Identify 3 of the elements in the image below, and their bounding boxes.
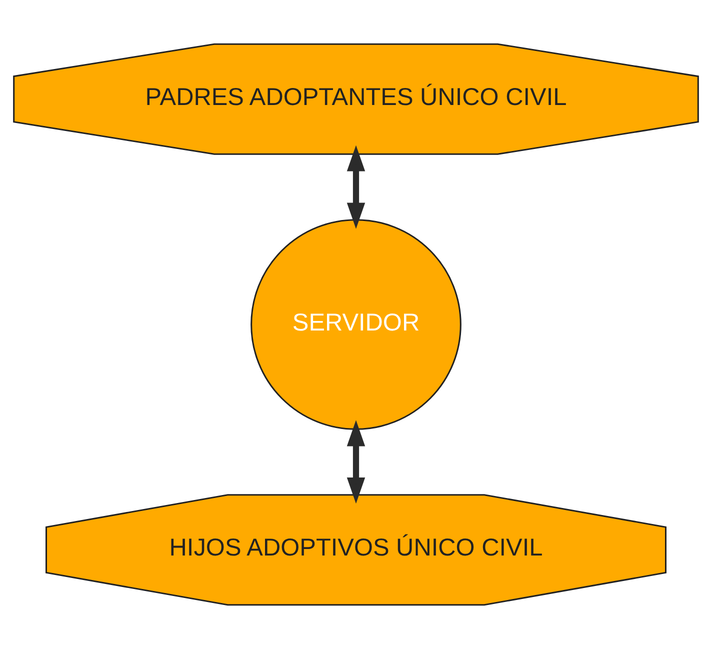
arrow: [346, 144, 366, 228]
arrow: [346, 420, 366, 504]
node-circle: SERVIDOR: [250, 218, 462, 430]
